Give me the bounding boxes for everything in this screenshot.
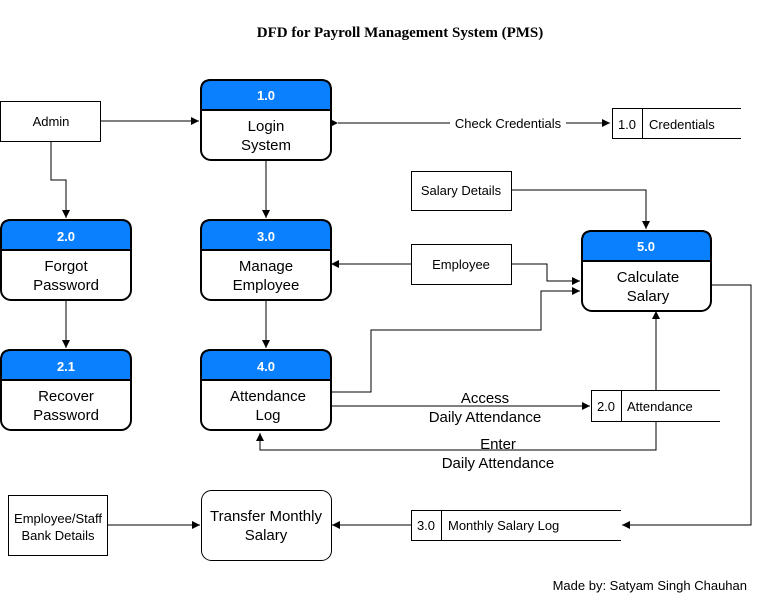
process-salary-label-1: Calculate (617, 269, 680, 286)
process-forgot-label-1: Forgot (44, 258, 88, 275)
entity-admin: Admin (0, 101, 101, 142)
store-credentials-name: Credentials (649, 117, 715, 132)
entity-bank-details-label-2: Bank Details (22, 528, 95, 543)
process-forgot-password: 2.0 Forgot Password (0, 219, 132, 301)
entity-salary-details: Salary Details (411, 171, 512, 211)
flow-salary-log (622, 284, 752, 529)
entity-employee: Employee (411, 244, 512, 285)
flow-label-access-1: Access (461, 390, 509, 407)
process-transfer-label-2: Salary (245, 527, 288, 544)
process-manage-label-2: Employee (233, 277, 300, 294)
process-login-number: 1.0 (257, 88, 275, 103)
store-attendance: 2.0 Attendance (591, 390, 720, 422)
process-login-label-1: Login (248, 118, 285, 135)
store-credentials: 1.0 Credentials (612, 108, 741, 139)
entity-admin-label: Admin (33, 114, 70, 129)
entity-bank-details: Employee/Staff Bank Details (8, 495, 108, 556)
flow-attendance-salary (331, 287, 580, 393)
store-salary-log-name: Monthly Salary Log (448, 518, 559, 533)
diagram-title: DFD for Payroll Management System (PMS) (257, 25, 543, 41)
process-transfer-label-1: Transfer Monthly (210, 508, 322, 525)
store-salary-log-id: 3.0 (417, 518, 435, 533)
flow-label-check-credentials: Check Credentials (455, 116, 562, 131)
process-attendance-number: 4.0 (257, 359, 275, 374)
process-recover-number: 2.1 (57, 359, 75, 374)
process-login-label-2: System (241, 137, 291, 154)
data-flows (50, 117, 752, 529)
process-attendance-label-2: Log (255, 407, 280, 424)
store-salary-log: 3.0 Monthly Salary Log (411, 510, 621, 541)
process-attendance-log: 4.0 Attendance Log (200, 349, 332, 431)
process-calculate-salary: 5.0 Calculate Salary (581, 230, 712, 312)
process-manage-employee: 3.0 Manage Employee (200, 219, 332, 301)
process-salary-number: 5.0 (637, 239, 655, 254)
flow-admin-forgot (50, 141, 70, 218)
process-recover-password: 2.1 Recover Password (0, 349, 132, 431)
entity-salary-details-label: Salary Details (421, 183, 502, 198)
flow-enter-attendance (256, 422, 657, 451)
process-forgot-number: 2.0 (57, 229, 75, 244)
author-credit: Made by: Satyam Singh Chauhan (553, 578, 747, 593)
process-salary-label-2: Salary (627, 288, 670, 305)
flow-label-enter-1: Enter (480, 436, 516, 453)
flow-employee-salary (511, 263, 580, 285)
process-attendance-label-1: Attendance (230, 388, 306, 405)
process-forgot-label-2: Password (33, 277, 99, 294)
flow-label-access-2: Daily Attendance (429, 409, 542, 426)
process-login: 1.0 Login System (200, 79, 332, 161)
store-credentials-id: 1.0 (618, 117, 636, 132)
process-recover-label-2: Password (33, 407, 99, 424)
flow-label-enter-2: Daily Attendance (442, 455, 555, 472)
flow-details-salary (511, 189, 650, 229)
process-manage-label-1: Manage (239, 258, 293, 275)
process-manage-number: 3.0 (257, 229, 275, 244)
store-attendance-name: Attendance (627, 399, 693, 414)
entity-bank-details-label-1: Employee/Staff (14, 511, 102, 526)
flow-label-bg (450, 115, 566, 131)
entity-employee-label: Employee (432, 257, 490, 272)
process-recover-label-1: Recover (38, 388, 94, 405)
store-attendance-id: 2.0 (597, 399, 615, 414)
process-transfer-salary: Transfer Monthly Salary (201, 490, 332, 561)
